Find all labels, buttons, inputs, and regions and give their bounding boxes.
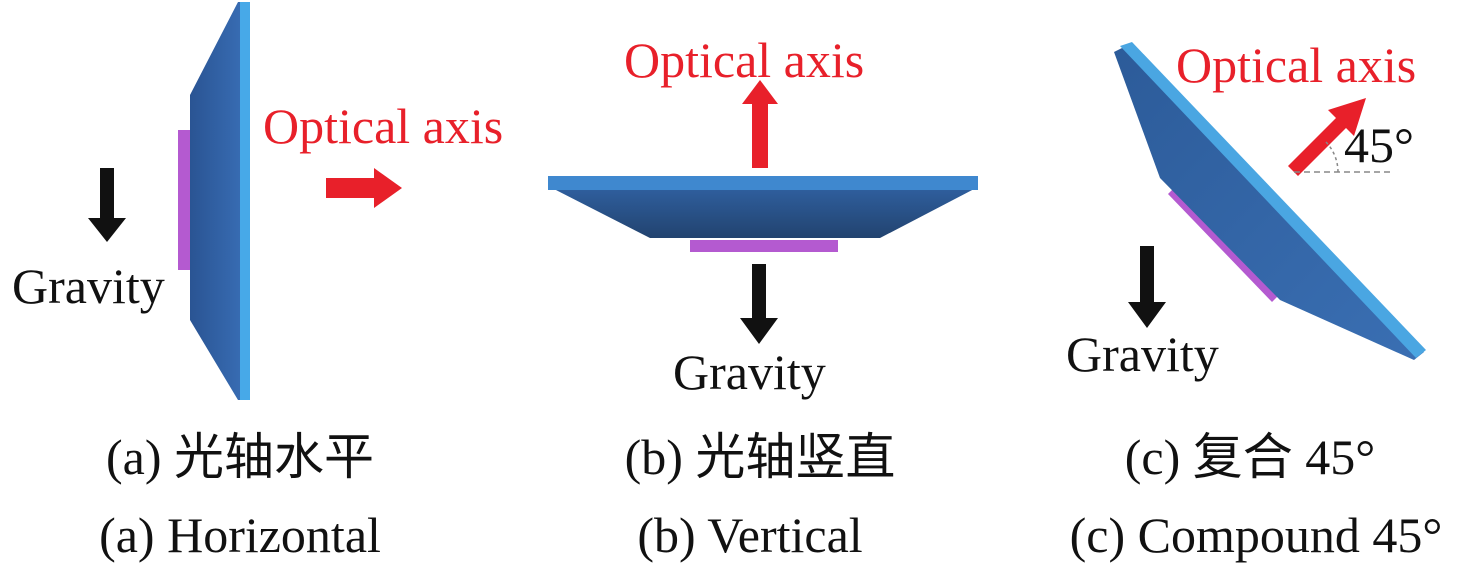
panel-b: Optical axis Gravity (548, 32, 978, 400)
optical-axis-label: Optical axis (1176, 37, 1416, 93)
mirror-body (190, 2, 250, 400)
gravity-arrow (88, 168, 126, 242)
mirror-edge (1120, 42, 1426, 358)
optical-axis-arrow (1288, 98, 1366, 176)
mirror-edge (240, 2, 250, 400)
optical-axis-label: Optical axis (624, 32, 864, 88)
gravity-label: Gravity (12, 258, 165, 314)
angle-arc (1324, 140, 1339, 173)
optical-axis-arrow (326, 168, 402, 208)
mirror-body (552, 188, 976, 238)
caption-b-en: (b) Vertical (637, 507, 863, 563)
gravity-arrow (1128, 246, 1166, 328)
mirror-horizontal (178, 2, 250, 400)
gravity-label: Gravity (1066, 326, 1219, 382)
gravity-arrow (740, 264, 778, 344)
gravity-label: Gravity (673, 344, 826, 400)
caption-b-cn: (b) 光轴竖直 (624, 429, 896, 485)
caption-a-cn: (a) 光轴水平 (106, 429, 374, 485)
mount-plate (1168, 186, 1280, 302)
mirror-edge (548, 176, 978, 190)
angle-label: 45° (1344, 117, 1414, 173)
optical-axis-arrow (742, 80, 778, 168)
caption-c-cn: (c) 复合 45° (1124, 429, 1376, 485)
panel-c: Optical axis 45° Gravity (1066, 37, 1426, 382)
optical-axis-label: Optical axis (263, 98, 503, 154)
caption-c-en: (c) Compound 45° (1069, 507, 1443, 563)
mount-plate (178, 130, 190, 270)
mount-plate (690, 240, 838, 252)
mirror-compound (1114, 42, 1426, 360)
panel-a: Optical axis Gravity (12, 2, 503, 400)
mirror-vertical (548, 176, 978, 252)
caption-a-en: (a) Horizontal (99, 507, 381, 563)
